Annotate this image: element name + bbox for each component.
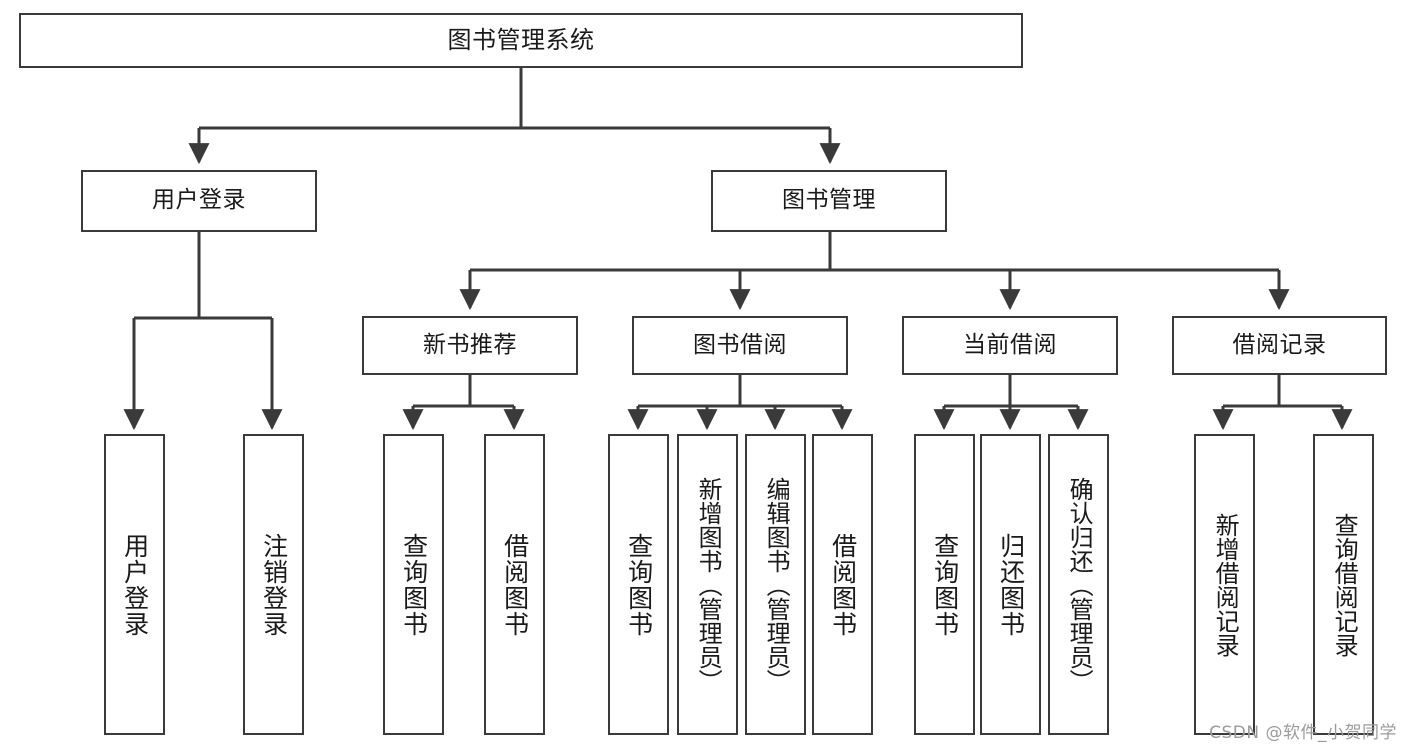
node-book-borrowing[interactable]: 图书借阅 <box>632 316 848 375</box>
node-label: 新书推荐 <box>423 331 517 358</box>
leaf-borrow-books[interactable]: 借阅图书 <box>812 434 873 735</box>
node-label: 查询图书 <box>624 532 654 637</box>
leaf-query-borrow-record[interactable]: 查询借阅记录 <box>1313 434 1374 735</box>
leaf-borrow-books-new-recommend[interactable]: 借阅图书 <box>484 434 545 735</box>
leaf-add-book-admin[interactable]: 新增图书（管理员） <box>677 434 738 735</box>
leaf-query-books-borrow[interactable]: 查询图书 <box>608 434 669 735</box>
node-book-management[interactable]: 图书管理 <box>711 170 947 232</box>
leaf-query-books-new-recommend[interactable]: 查询图书 <box>383 434 444 735</box>
node-label: 图书借阅 <box>693 331 787 358</box>
node-borrowing-record[interactable]: 借阅记录 <box>1172 316 1387 375</box>
node-label: 归还图书 <box>996 532 1026 637</box>
leaf-user-login[interactable]: 用户登录 <box>104 434 165 735</box>
leaf-logout-login[interactable]: 注销登录 <box>243 434 304 735</box>
leaf-confirm-return-admin[interactable]: 确认归还（管理员） <box>1048 434 1109 735</box>
node-label: 注销登录 <box>259 532 289 637</box>
node-label: 查询借阅记录 <box>1330 512 1359 657</box>
node-label: 借阅图书 <box>500 532 530 637</box>
csdn-watermark: CSDN @软件_小贺同学 <box>1209 723 1397 743</box>
node-new-book-recommendation[interactable]: 新书推荐 <box>362 316 578 375</box>
node-label: 新增图书（管理员） <box>694 476 723 693</box>
node-label: 查询图书 <box>399 532 429 637</box>
node-label: 图书管理系统 <box>447 26 595 55</box>
node-label: 新增借阅记录 <box>1211 512 1240 657</box>
node-label: 确认归还（管理员） <box>1065 476 1094 693</box>
leaf-add-borrow-record[interactable]: 新增借阅记录 <box>1194 434 1255 735</box>
node-label: 当前借阅 <box>963 331 1057 358</box>
node-label: 借阅记录 <box>1232 331 1327 358</box>
node-user-login[interactable]: 用户登录 <box>81 170 317 232</box>
node-label: 图书管理 <box>782 187 876 214</box>
leaf-return-books[interactable]: 归还图书 <box>980 434 1041 735</box>
node-root-book-management-system[interactable]: 图书管理系统 <box>19 13 1023 68</box>
node-label: 借阅图书 <box>828 532 858 637</box>
node-label: 用户登录 <box>152 187 246 214</box>
node-label: 用户登录 <box>120 532 150 637</box>
node-label: 查询图书 <box>930 532 960 637</box>
node-label: 编辑图书（管理员） <box>762 476 791 693</box>
leaf-query-books-current[interactable]: 查询图书 <box>914 434 975 735</box>
leaf-edit-book-admin[interactable]: 编辑图书（管理员） <box>745 434 806 735</box>
node-current-borrowing[interactable]: 当前借阅 <box>902 316 1118 375</box>
